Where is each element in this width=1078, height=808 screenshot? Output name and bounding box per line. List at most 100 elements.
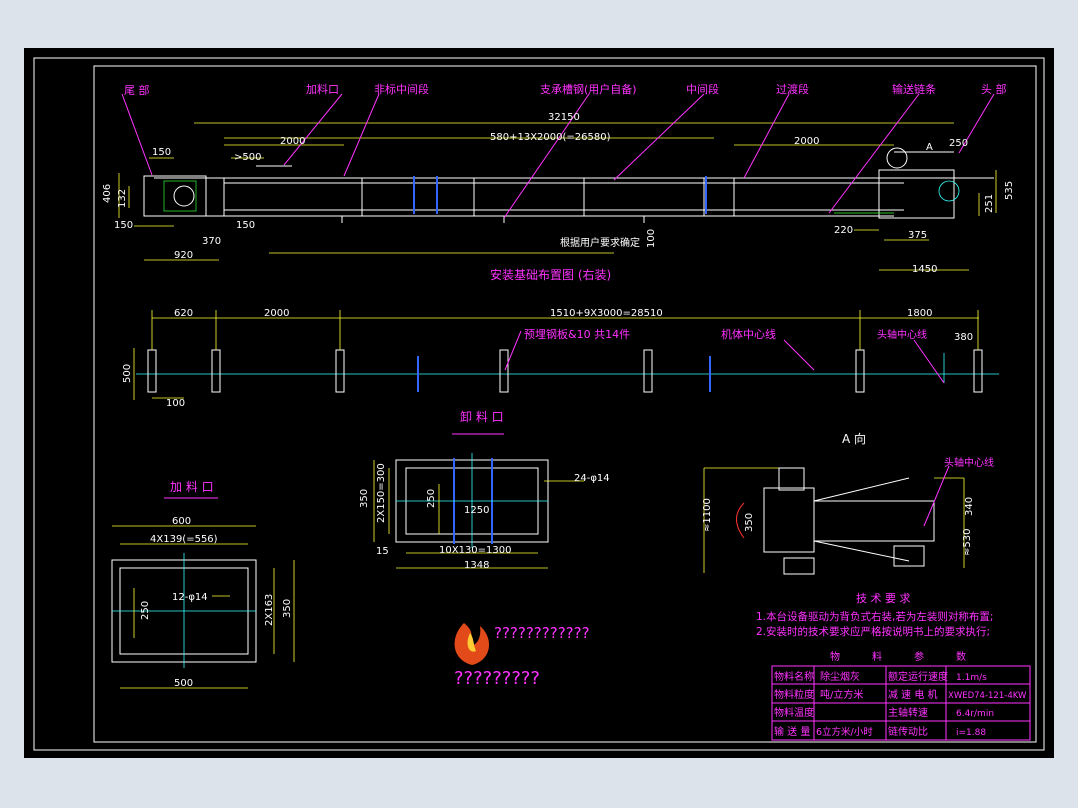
- dim-132: 132: [117, 189, 128, 208]
- dim-u2x150: 2X150=300: [376, 463, 387, 523]
- leader-lines: [121, 93, 995, 219]
- label-transition: 过渡段: [776, 82, 809, 96]
- dim-formula1: 580+13X2000(=26580): [490, 132, 611, 143]
- dim-150c: 150: [236, 220, 255, 231]
- label-embedded-plate: 预埋钢板&10 共14件: [524, 327, 630, 341]
- discharge-title: 卸 料 口: [460, 409, 504, 424]
- dim-u15: 15: [376, 546, 389, 557]
- table-cell-1-0: 物料粒度: [774, 688, 814, 701]
- table-header-0: 物: [830, 650, 840, 663]
- dim-150b: 150: [114, 220, 133, 231]
- inner-border: [93, 65, 1037, 743]
- dim-f500: 500: [174, 678, 193, 689]
- watermark-line2: ?????????: [454, 668, 540, 689]
- watermark-line1: ????????????: [494, 624, 590, 642]
- table-cell-0-3: 1.1m/s: [956, 673, 987, 683]
- dim-f250: 250: [140, 601, 151, 620]
- label-center-line: 机体中心线: [721, 327, 776, 341]
- label-head-axis-2: 头轴中心线: [944, 456, 994, 469]
- foundation-layout: [133, 310, 999, 400]
- feed-port: [111, 525, 295, 689]
- dim-u1348: 1348: [464, 560, 489, 571]
- flame-logo: [454, 623, 490, 665]
- dim-u10x130: 10X130=1300: [439, 545, 512, 556]
- cad-drawing: 尾 部 加料口 非标中间段 支承槽钢(用户自备) 中间段 过渡段 输送链条 头 …: [33, 57, 1045, 751]
- dim-535: 535: [1004, 181, 1015, 200]
- table-cell-3-0: 输 送 量: [774, 725, 810, 738]
- table-cell-1-2: 减 速 电 机: [888, 688, 938, 701]
- dim-375: 375: [908, 230, 927, 241]
- layout-title: 安装基础布置图 (右装): [490, 267, 611, 282]
- dim-2000-right: 2000: [794, 136, 819, 147]
- view-a-mark: A: [926, 142, 933, 153]
- dim-lformula: 1510+9X3000=28510: [550, 308, 663, 319]
- dim-2000-left: 2000: [280, 136, 305, 147]
- label-mid-section: 中间段: [686, 82, 719, 96]
- dim-u250: 250: [426, 489, 437, 508]
- dim-f600: 600: [172, 516, 191, 527]
- dim-u1250: 1250: [464, 505, 489, 516]
- dim-u24: 24-φ14: [574, 473, 610, 484]
- label-nonstd-mid: 非标中间段: [374, 82, 429, 96]
- view-a-drawing: [703, 465, 965, 575]
- dim-l500: 500: [122, 364, 133, 383]
- table-cell-3-1: 6立方米/小时: [816, 726, 873, 738]
- view-a-title: A 向: [842, 431, 866, 446]
- label-tail: 尾 部: [124, 83, 150, 97]
- dim-f4x139: 4X139(=556): [150, 534, 218, 545]
- dim-l2000: 2000: [264, 308, 289, 319]
- table-cell-1-3: XWED74-121-4KW: [948, 691, 1027, 701]
- table-header-1: 料: [872, 650, 882, 663]
- dim-f12: 12-φ14: [172, 592, 208, 603]
- table-cell-3-2: 链传动比: [888, 725, 928, 738]
- label-chain: 输送链条: [892, 82, 936, 96]
- dim-920: 920: [174, 250, 193, 261]
- dim-100: 100: [646, 229, 657, 248]
- label-head: 头 部: [981, 82, 1007, 96]
- dim-l100: 100: [166, 398, 185, 409]
- dim-406: 406: [102, 184, 113, 203]
- tech-line1: 1.本台设备驱动为背负式右装,若为左装则对称布置;: [756, 610, 993, 623]
- table-cell-0-0: 物料名称: [774, 670, 814, 683]
- table-cell-0-1: 除尘烟灰: [820, 670, 860, 683]
- dim-250: 250: [949, 138, 968, 149]
- dim-a530: ≈530: [962, 529, 973, 556]
- dim-220: 220: [834, 225, 853, 236]
- table-cell-2-0: 物料温度: [774, 706, 814, 719]
- dim-l620: 620: [174, 308, 193, 319]
- label-head-axis: 头轴中心线: [877, 328, 927, 341]
- table-cell-2-2: 主轴转速: [888, 706, 928, 719]
- note-user-confirm: 根据用户要求确定: [560, 236, 640, 249]
- top-dimensions: [118, 122, 997, 271]
- table-cell-1-1: 吨/立方米: [820, 688, 863, 701]
- dim-l1800: 1800: [907, 308, 932, 319]
- dim-f2x163: 2X163: [264, 594, 275, 626]
- table-cell-2-3: 6.4r/min: [956, 709, 994, 719]
- table-cell-3-3: i=1.88: [956, 728, 986, 738]
- outer-border: [33, 57, 1045, 751]
- dim-150a: 150: [152, 147, 171, 158]
- dim-f350: 350: [282, 599, 293, 618]
- dim-500: >500: [234, 152, 261, 163]
- feed-title: 加 料 口: [170, 480, 214, 494]
- dim-a350: 350: [744, 513, 755, 532]
- cad-drawing-frame: 尾 部 加料口 非标中间段 支承槽钢(用户自备) 中间段 过渡段 输送链条 头 …: [24, 48, 1054, 758]
- dim-251: 251: [984, 194, 995, 213]
- dim-u350: 350: [359, 489, 370, 508]
- table-header-3: 数: [956, 650, 966, 663]
- tech-line2: 2.安装时的技术要求应严格按说明书上的要求执行;: [756, 625, 990, 638]
- tech-title: 技 术 要 求: [856, 592, 911, 605]
- param-table: [771, 665, 1031, 741]
- dim-a340: 340: [964, 497, 975, 516]
- label-support-steel: 支承槽钢(用户自备): [540, 82, 637, 96]
- discharge-port: [373, 453, 584, 569]
- table-header-2: 参: [914, 650, 924, 663]
- dim-l380: 380: [954, 332, 973, 343]
- dim-a1100: ≈1100: [702, 498, 713, 532]
- dim-total: 32150: [548, 112, 580, 123]
- label-feed-port: 加料口: [306, 82, 339, 96]
- table-cell-0-2: 额定运行速度: [888, 670, 948, 683]
- dim-370: 370: [202, 236, 221, 247]
- conveyor-elevation: [143, 147, 994, 223]
- dim-1450: 1450: [912, 264, 937, 275]
